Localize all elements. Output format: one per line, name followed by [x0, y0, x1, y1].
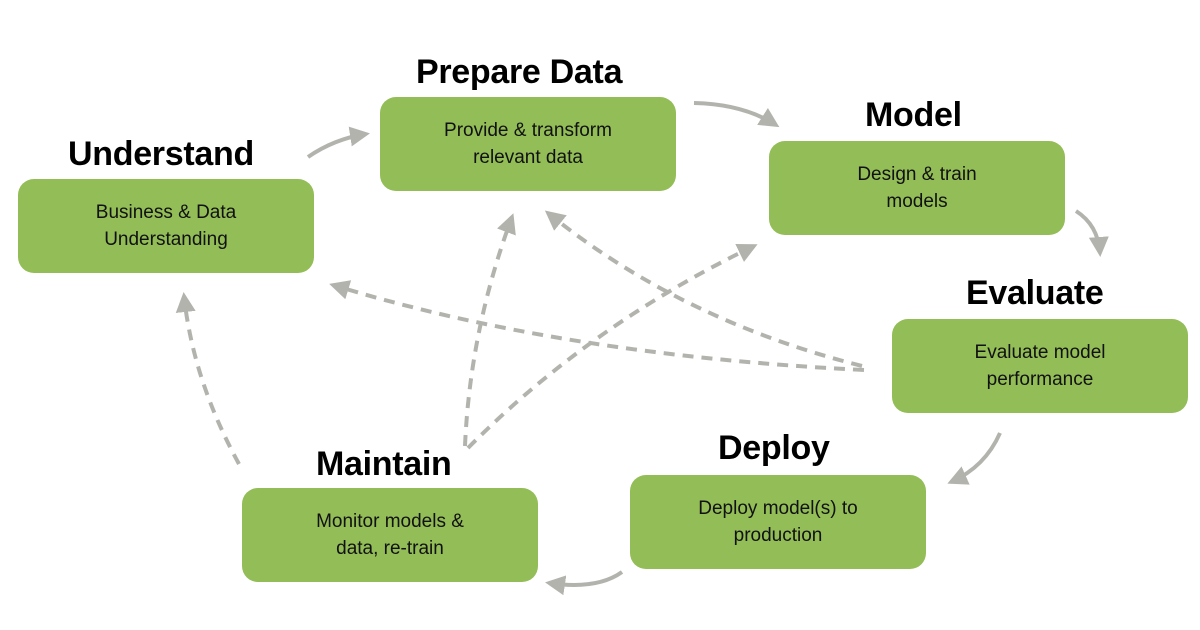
prepare-box-line-2: relevant data [473, 147, 583, 168]
evaluate-box: Evaluate model performance [892, 319, 1188, 413]
evaluate-box-line-1: Evaluate model [974, 342, 1106, 363]
dashed-arrow-maintain-to-prepare [463, 213, 516, 447]
maintain-box-line-2: data, re-train [336, 538, 444, 559]
maintain-box-line-1: Monitor models & [316, 511, 464, 532]
deploy-box-line-2: production [733, 525, 823, 546]
model-title: Model [865, 96, 962, 134]
dashed-arrow-evaluate-to-prepare [544, 210, 863, 368]
maintain-title: Maintain [316, 445, 452, 483]
dashed-arrow-maintain-to-understand [175, 292, 241, 465]
arrow-understand-to-prepare [306, 126, 370, 159]
evaluate-title: Evaluate [966, 274, 1104, 312]
understand-box-line-2: Understanding [104, 229, 228, 250]
arrow-deploy-to-maintain [545, 570, 624, 596]
deploy-box: Deploy model(s) to production [630, 475, 926, 569]
prepare-title: Prepare Data [416, 53, 623, 91]
arrow-prepare-to-model [693, 101, 780, 128]
dashed-arrow-maintain-to-model [466, 243, 758, 450]
prepare-box: Provide & transform relevant data [380, 97, 676, 191]
model-box-line-2: models [886, 191, 948, 212]
deploy-title: Deploy [718, 429, 830, 467]
understand-box-line-1: Business & Data [95, 202, 237, 223]
deploy-box-line-1: Deploy model(s) to [698, 498, 858, 519]
maintain-box: Monitor models & data, re-train [242, 488, 538, 582]
understand-title: Understand [68, 135, 254, 173]
arrow-model-to-evaluate [1074, 209, 1109, 257]
model-box-line-1: Design & train [857, 164, 977, 185]
prepare-box-line-1: Provide & transform [444, 120, 612, 141]
dashed-arrow-evaluate-to-understand [329, 280, 865, 372]
understand-box: Business & Data Understanding [18, 179, 314, 273]
evaluate-box-line-2: performance [986, 369, 1094, 390]
model-box: Design & train models [769, 141, 1065, 235]
arrow-evaluate-to-deploy [947, 432, 1002, 485]
